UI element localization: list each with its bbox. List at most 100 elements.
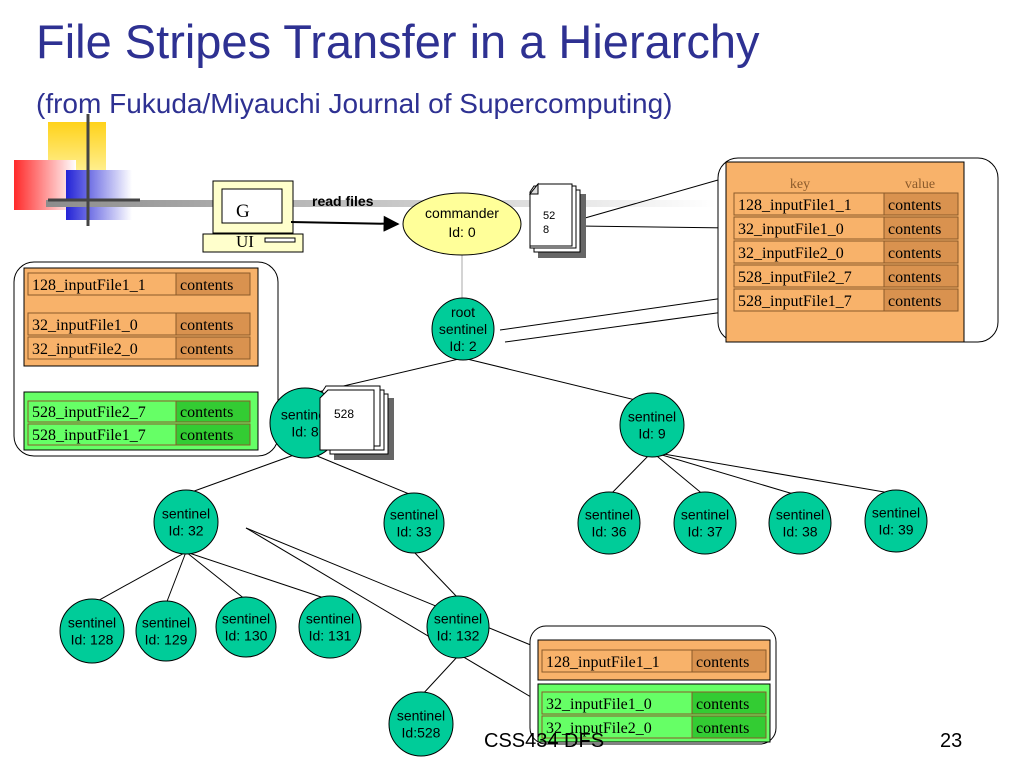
node-label-l2: Id: 8 <box>291 424 318 440</box>
commander-name: commander <box>425 205 499 221</box>
node-circle <box>431 297 495 361</box>
table-left-orange-row-value-cell <box>175 312 251 336</box>
table-left-green-row-value: contents <box>180 427 233 444</box>
table-left-orange-row-key: 32_inputFile1_0 <box>32 317 138 334</box>
table-left-green-row-value-cell <box>175 423 251 446</box>
table-top-right-row-key: 32_inputFile2_0 <box>738 245 844 262</box>
node-label-l2: Id:528 <box>402 725 441 741</box>
stack-to-table-lines <box>577 175 733 229</box>
table-bottom-right-green-row-key: 32_inputFile1_0 <box>546 696 652 713</box>
node-label-l1: sentinel <box>390 507 438 523</box>
root-to-table-lines <box>499 297 725 343</box>
slide-title: File Stripes Transfer in a Hierarchy <box>36 15 760 68</box>
node-circle <box>577 491 641 555</box>
footer-course: CSS434 DFS <box>484 730 605 752</box>
table-left-orange-row-value: contents <box>180 341 233 358</box>
gui-label-top: G <box>236 201 250 222</box>
table-top-right-key-header: key <box>790 177 810 192</box>
table-top-right-value-header: value <box>905 177 935 192</box>
commander-id: Id: 0 <box>448 224 475 240</box>
table-bottom-right-orange-row-value: contents <box>696 654 749 671</box>
table-top-right-row-key: 528_inputFile2_7 <box>738 269 852 286</box>
table-bottom-right-green-row-value: contents <box>696 696 749 713</box>
node-circle <box>388 691 454 757</box>
node-circle <box>768 491 832 555</box>
table-top-right-row-value-cell <box>883 192 959 216</box>
table-bottom-right-green-row-key: 32_inputFile2_0 <box>546 720 652 737</box>
node-label-l1: sentinel <box>776 507 824 523</box>
node-circle <box>59 598 125 664</box>
node-label-l1: sentinel <box>281 407 329 423</box>
commander-node <box>402 192 522 256</box>
node-label-l1: sentinel <box>162 506 210 522</box>
table-left-orange-row-value: contents <box>180 317 233 334</box>
node-label-l1: sentinel <box>681 507 729 523</box>
file-stack-top: 52 8 <box>528 182 586 258</box>
node-circle <box>153 489 219 555</box>
table-top-right-row-value-cell <box>883 288 959 312</box>
node-label-l1: sentinel <box>142 615 190 631</box>
table-left-orange-row-value: contents <box>180 277 233 294</box>
table-bottom-right-green-row-value: contents <box>696 720 749 737</box>
file-stack-mid-front <box>319 389 375 451</box>
node-label-l1: sentinel <box>68 615 116 631</box>
table-bottom-right-green-row-value-cell <box>691 691 767 715</box>
table-top-right-row-key: 32_inputFile1_0 <box>738 221 844 238</box>
node-label-l2: Id: 132 <box>437 628 480 644</box>
table-left-orange-row-key: 128_inputFile1_1 <box>32 277 146 294</box>
node-label-l1: sentinel <box>585 507 633 523</box>
table-left-orange-row-key: 32_inputFile2_0 <box>32 341 138 358</box>
table-top-right-row-value: contents <box>888 221 941 238</box>
file-stack-top-line2: 8 <box>543 224 549 236</box>
node-circle <box>135 600 197 662</box>
node-label-l1: sentinel <box>434 611 482 627</box>
decorative-logo <box>14 114 716 226</box>
node-circle <box>864 489 928 553</box>
node-label-l1: sentinel <box>306 611 354 627</box>
table-left-orange-row-value-cell <box>175 272 251 296</box>
node-label-l2: Id: 130 <box>225 628 268 644</box>
gui-label-bottom: UI <box>236 232 254 251</box>
table-top-right-row-key: 528_inputFile1_7 <box>738 293 852 310</box>
table-top-right-row-value-cell <box>883 240 959 264</box>
read-files-arrow <box>290 215 400 232</box>
file-stack-top-line1: 52 <box>543 210 555 222</box>
node-label-l1: root <box>451 304 475 320</box>
table-left-green-row-key: 528_inputFile2_7 <box>32 404 146 421</box>
node-label-l2: Id: 36 <box>591 524 626 540</box>
node-circle <box>383 492 445 554</box>
table-bottom-right-green-row-value-cell <box>691 715 767 739</box>
node-label-l1: sentinel <box>872 505 920 521</box>
table-bottom-right-orange-row-key: 128_inputFile1_1 <box>546 654 660 671</box>
node-label-l2: sentinel <box>439 321 487 337</box>
table-left-green-row-value-cell <box>175 400 251 423</box>
table-top-right-row-value-cell <box>883 264 959 288</box>
node-label-l2: Id: 39 <box>878 522 913 538</box>
table-top-right-row-value-cell <box>883 216 959 240</box>
slide-subtitle: (from Fukuda/Miyauchi Journal of Superco… <box>36 88 673 119</box>
node-label-l2: Id: 129 <box>145 632 188 648</box>
node-label-l2: Id: 37 <box>687 524 722 540</box>
footer-page-number: 23 <box>940 730 963 752</box>
node-circle <box>426 595 490 659</box>
node-label-l2: Id: 128 <box>71 632 114 648</box>
node-circle <box>298 595 362 659</box>
node-circle <box>673 491 737 555</box>
table-bottom-right-orange-row-value-cell <box>691 649 767 673</box>
table-top-right-row-value: contents <box>888 197 941 214</box>
